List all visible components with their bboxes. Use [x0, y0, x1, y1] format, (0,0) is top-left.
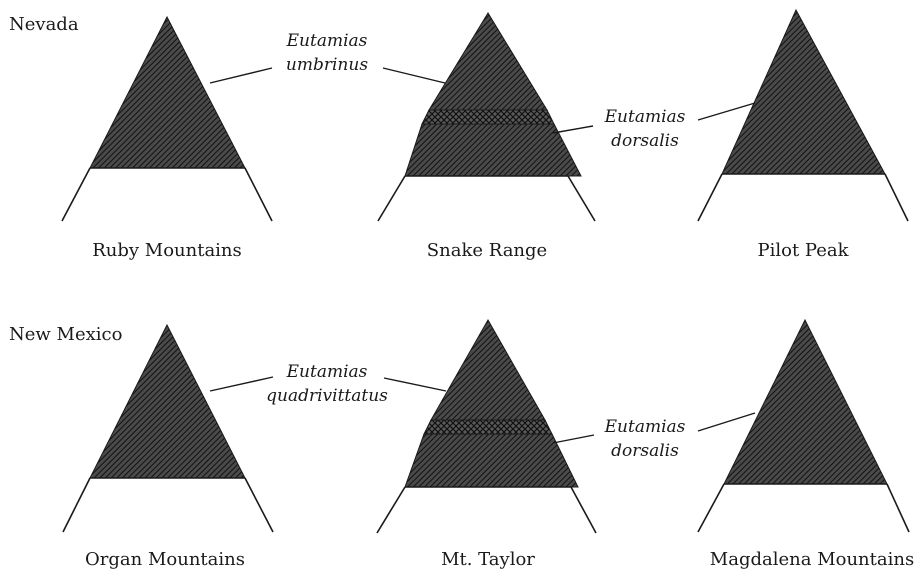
quadrivittatus-zone [430, 318, 546, 421]
mountain-name-snake-range: Snake Range [427, 240, 547, 261]
mountain-name-mt-taylor: Mt. Taylor [441, 549, 535, 570]
mountain-name-organ: Organ Mountains [85, 549, 245, 570]
mountain-organ [62, 323, 274, 533]
overlap-zone [421, 109, 555, 125]
mountain-ruby [61, 15, 273, 222]
overlap-zone [423, 419, 553, 435]
region-label-new-mexico: New Mexico [9, 324, 122, 345]
species-label-line2: dorsalis [611, 131, 679, 151]
slope-left [377, 175, 406, 222]
mountain-mt-taylor [376, 318, 597, 534]
umbrinus-zone [428, 12, 548, 111]
slope-left [376, 486, 406, 534]
species-label-line2: umbrinus [286, 55, 368, 75]
mountain-snake-range [377, 12, 596, 222]
slope-right [244, 167, 273, 222]
leader-line-left [382, 67, 446, 84]
mountain-pilot-peak [697, 8, 909, 222]
species-label-line1: Eutamias [286, 362, 368, 382]
slope-right [886, 483, 910, 533]
dorsalis-zone [723, 318, 888, 485]
species-label-line1: Eutamias [604, 107, 686, 127]
umbrinus-zone [89, 15, 246, 169]
slope-left [62, 477, 91, 533]
leader-line-left [383, 377, 447, 392]
leader-line-left [209, 376, 274, 392]
slope-left [697, 173, 723, 222]
leader-line-right [552, 434, 595, 444]
dorsalis-zone [404, 123, 582, 177]
slope-right [244, 477, 274, 533]
mountain-name-ruby: Ruby Mountains [92, 240, 242, 261]
leader-line-left [209, 67, 273, 84]
quadrivittatus-zone [89, 323, 246, 479]
species-label-line1: Eutamias [286, 31, 368, 51]
dorsalis-zone [404, 433, 579, 488]
leader-line-right [697, 102, 756, 121]
leader-line-right [697, 412, 756, 432]
species-label-line1: Eutamias [604, 417, 686, 437]
slope-right [567, 175, 596, 222]
species-label-line2: quadrivittatus [266, 386, 388, 406]
mountain-name-pilot-peak: Pilot Peak [757, 240, 849, 261]
slope-left [61, 167, 91, 222]
species-label-line2: dorsalis [611, 441, 679, 461]
region-label-nevada: Nevada [9, 14, 79, 35]
slope-left [697, 483, 725, 533]
leader-line-right [552, 125, 594, 134]
mountain-magdalena [697, 318, 910, 533]
dorsalis-zone [721, 8, 886, 175]
slope-right [570, 486, 597, 534]
slope-right [884, 173, 909, 222]
mountain-name-magdalena: Magdalena Mountains [710, 549, 914, 570]
